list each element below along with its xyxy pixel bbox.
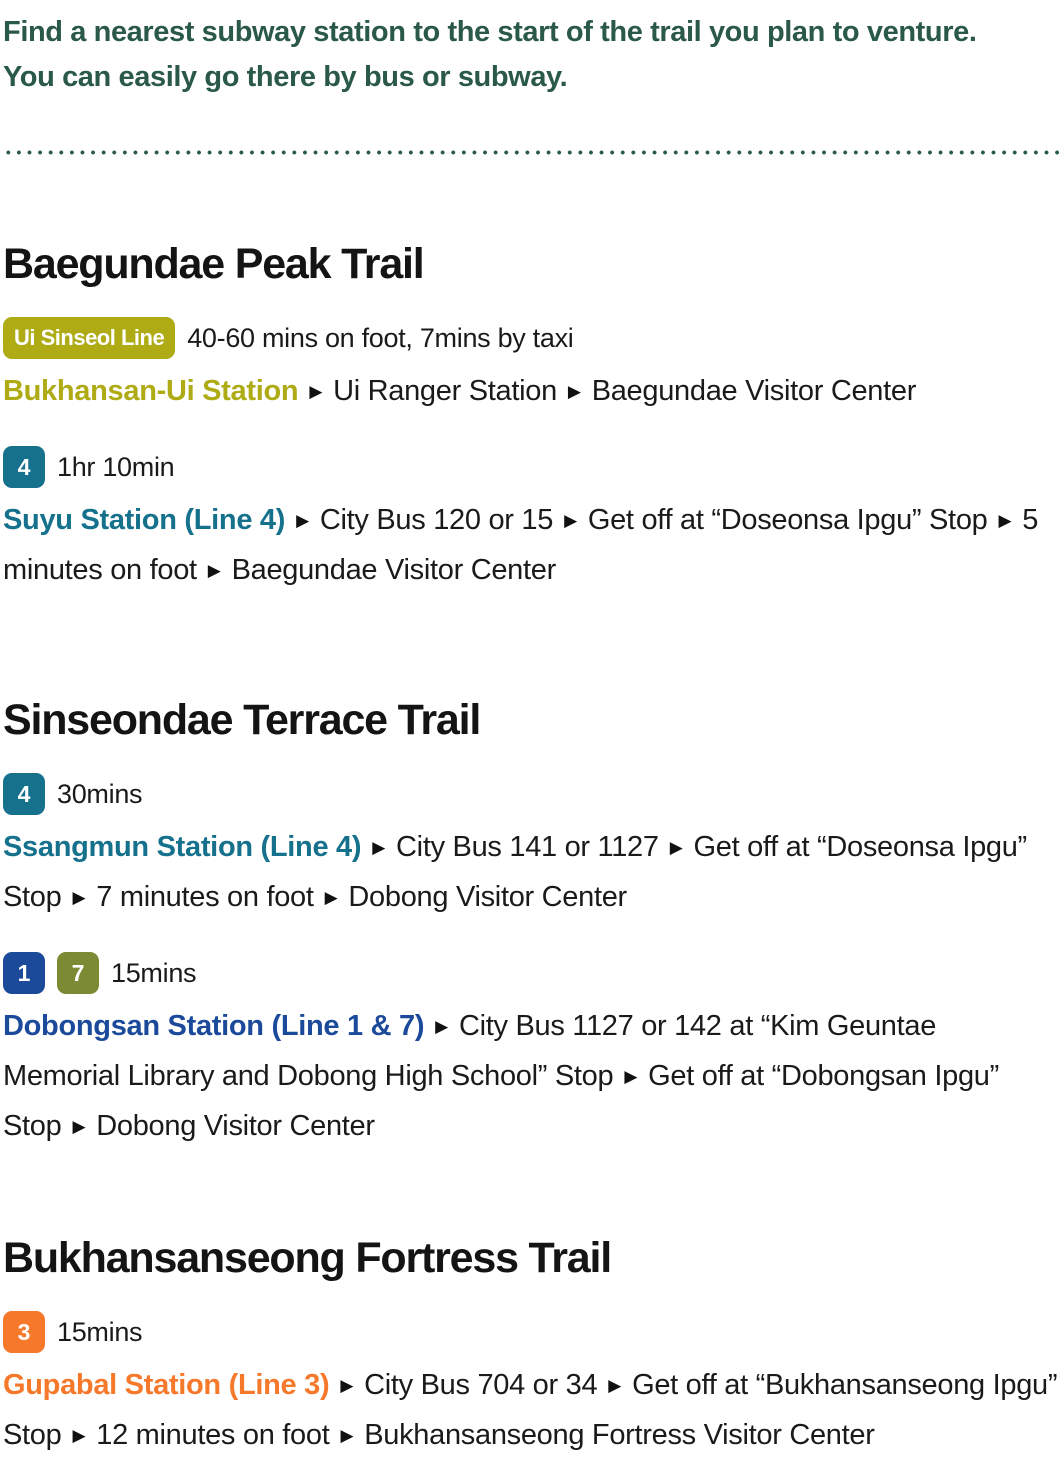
transit-option: 3 15mins Gupabal Station (Line 3) ▶ City B… [3, 1311, 1060, 1461]
route-step: Get off at “Dobongsan Ipgu” Stop [3, 1060, 999, 1142]
route-steps: ▶ Ui Ranger Station ▶ Baegundae Visitor Cen… [298, 375, 916, 407]
duration-label: 40-60 mins on foot, 7mins by taxi [187, 322, 574, 353]
route-description: Ssangmun Station (Line 4) ▶ City Bus 141 o… [3, 824, 1060, 924]
arrow-right-icon: ▶ [340, 1376, 354, 1395]
transit-option: 4 30mins Ssangmun Station (Line 4) ▶ City … [3, 773, 1060, 924]
section-sinseondae-terrace-trail: Sinseondae Terrace Trail 4 30mins Ssangm… [3, 695, 1060, 1153]
station-name: Bukhansan-Ui Station [3, 375, 299, 407]
route-step: City Bus 141 or 1127 [396, 831, 659, 863]
route-step: Get off at “Bukhansanseong Ipgu” Stop [3, 1369, 1058, 1451]
intro-text: Find a nearest subway station to the sta… [3, 16, 977, 93]
transit-line-row: 3 15mins [3, 1311, 1060, 1353]
arrow-right-icon: ▶ [608, 1376, 622, 1395]
route-steps: ▶ City Bus 120 or 15 ▶ Get off at “Doseonsa… [3, 504, 1038, 586]
station-name: Dobongsan Station (Line 1 & 7) [3, 1010, 425, 1042]
transit-line-row: 1 7 15mins [3, 952, 1060, 994]
route-step: Baegundae Visitor Center [591, 375, 917, 407]
arrow-right-icon: ▶ [324, 888, 338, 907]
duration-label: 1hr 10min [57, 451, 175, 482]
route-step: Ui Ranger Station [333, 375, 557, 407]
section-title: Sinseondae Terrace Trail [3, 696, 481, 744]
duration-label: 30mins [57, 778, 143, 809]
section-bukhansanseong-fortress-trail: Bukhansanseong Fortress Trail 3 15mins G… [3, 1233, 1060, 1461]
route-description: Bukhansan-Ui Station ▶ Ui Ranger Station ▶ B… [3, 368, 1060, 418]
transit-option: 1 7 15mins Dobongsan Station (Line 1 & 7… [3, 952, 1060, 1153]
route-description: Suyu Station (Line 4) ▶ City Bus 120 or 15… [3, 497, 1060, 597]
arrow-right-icon: ▶ [207, 561, 221, 580]
arrow-right-icon: ▶ [72, 1117, 86, 1136]
station-name: Gupabal Station (Line 3) [3, 1369, 330, 1401]
line-badge-ui-sinseol: Ui Sinseol Line [3, 317, 176, 359]
route-step: Get off at “Doseonsa Ipgu” Stop [3, 831, 1027, 913]
route-step: 7 minutes on foot [96, 881, 314, 913]
route-step: Get off at “Doseonsa Ipgu” Stop [587, 504, 988, 536]
duration-label: 15mins [57, 1316, 143, 1347]
arrow-right-icon: ▶ [669, 838, 683, 857]
route-step: 5 minutes on foot [3, 504, 1039, 586]
arrow-right-icon: ▶ [435, 1017, 448, 1036]
duration-label: 15mins [111, 957, 197, 988]
route-step: Dobong Visitor Center [348, 881, 627, 913]
arrow-right-icon: ▶ [296, 511, 309, 530]
transit-option: Ui Sinseol Line 40-60 mins on foot, 7min… [3, 317, 1060, 418]
route-step: City Bus 704 or 34 [364, 1369, 598, 1401]
arrow-right-icon: ▶ [309, 382, 323, 401]
arrow-right-icon: ▶ [998, 511, 1012, 530]
arrow-right-icon: ▶ [372, 838, 386, 857]
route-steps: ▶City Bus 1127 or 142 at “Kim Geuntae Me… [3, 1010, 999, 1142]
arrow-right-icon: ▶ [72, 1426, 86, 1445]
route-steps: ▶ City Bus 141 or 1127 ▶Get off at “Doseon… [3, 831, 1027, 913]
route-step: Bukhansanseong Fortress Visitor Center [364, 1419, 875, 1451]
route-step: Baegundae Visitor Center [231, 554, 557, 586]
arrow-right-icon: ▶ [72, 888, 86, 907]
transit-option: 4 1hr 10min Suyu Station (Line 4) ▶ City B… [3, 446, 1060, 597]
section-title: Baegundae Peak Trail [3, 240, 425, 288]
transit-line-row: 4 30mins [3, 773, 1060, 815]
line-badge-3: 3 [3, 1311, 45, 1353]
section-title: Bukhansanseong Fortress Trail [3, 1234, 612, 1282]
route-step: 12 minutes on foot [96, 1419, 330, 1451]
route-steps: ▶ City Bus 704 or 34 ▶Get off at “Bukhansa… [3, 1369, 1058, 1451]
route-description: Gupabal Station (Line 3) ▶ City Bus 704 or… [3, 1362, 1060, 1461]
route-step: Dobong Visitor Center [96, 1110, 375, 1142]
transit-line-row: Ui Sinseol Line 40-60 mins on foot, 7min… [3, 317, 1060, 359]
station-name: Suyu Station (Line 4) [3, 504, 286, 536]
transit-line-row: 4 1hr 10min [3, 446, 1060, 488]
section-baegundae-peak-trail: Baegundae Peak Trail Ui Sinseol Line 40-… [3, 239, 1060, 597]
route-step: City Bus 1127 or 142 at “Kim Geuntae Mem… [3, 1010, 937, 1092]
arrow-right-icon: ▶ [567, 382, 581, 401]
arrow-right-icon: ▶ [624, 1067, 638, 1086]
route-step: City Bus 120 or 15 [319, 504, 554, 536]
station-name: Ssangmun Station (Line 4) [3, 831, 362, 863]
line-badge-1: 1 [3, 952, 45, 994]
line-badge-4: 4 [3, 446, 45, 488]
dotted-divider [3, 150, 1060, 155]
line-badge-4: 4 [3, 773, 45, 815]
route-description: Dobongsan Station (Line 1 & 7)▶City Bus … [3, 1003, 1060, 1153]
arrow-right-icon: ▶ [340, 1426, 354, 1445]
arrow-right-icon: ▶ [564, 511, 577, 530]
line-badge-7: 7 [57, 952, 99, 994]
